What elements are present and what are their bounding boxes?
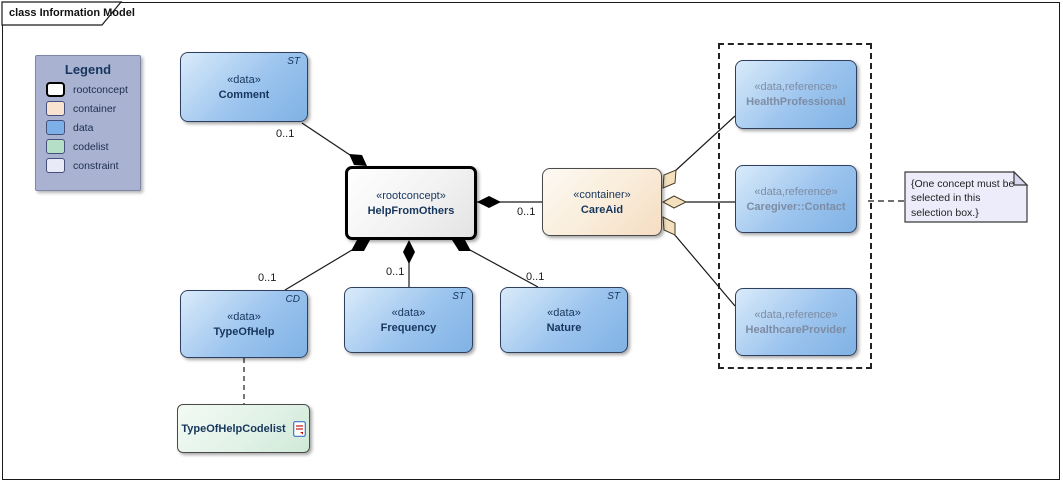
legend-item-codelist: codelist — [46, 139, 140, 154]
node-name: Comment — [218, 88, 270, 101]
multiplicity-label: 0..1 — [517, 206, 536, 218]
data-swatch-icon — [46, 120, 65, 135]
node-name: Caregiver::Contact — [746, 200, 846, 213]
multiplicity-label: 0..1 — [526, 271, 545, 283]
document-icon — [292, 420, 306, 437]
node-name: TypeOfHelp — [213, 325, 275, 338]
node-name: HealthcareProvider — [745, 323, 847, 336]
node-stereotype: «container» — [573, 188, 631, 201]
legend-item-constraint: constraint — [46, 158, 140, 173]
container-swatch-icon — [46, 101, 65, 116]
node-tag: CD — [285, 294, 300, 305]
multiplicity-label: 0..1 — [258, 272, 277, 284]
node-name: TypeOfHelpCodelist — [181, 422, 286, 435]
node-name: Nature — [546, 321, 582, 334]
node-name: CareAid — [580, 203, 624, 216]
rootconcept-swatch-icon — [46, 82, 65, 97]
node-name: Frequency — [380, 321, 437, 334]
diagram-tab-title: class Information Model — [9, 7, 135, 19]
constraint-swatch-icon — [46, 158, 65, 173]
node-tag: ST — [607, 291, 620, 302]
node-stereotype: «data» — [391, 306, 426, 319]
codelist-swatch-icon — [46, 139, 65, 154]
node-healthcareprovider[interactable]: «data,reference» HealthcareProvider — [735, 288, 857, 356]
node-stereotype: «data» — [227, 73, 261, 86]
node-tag: ST — [452, 291, 465, 302]
node-caregivercontact[interactable]: «data,reference» Caregiver::Contact — [735, 165, 857, 233]
node-stereotype: «data,reference» — [754, 185, 838, 198]
node-comment[interactable]: ST «data» Comment — [180, 52, 308, 122]
node-stereotype: «data» — [547, 306, 581, 319]
node-nature[interactable]: ST «data» Nature — [500, 287, 628, 353]
selection-boundary[interactable] — [718, 43, 872, 369]
legend-item-rootconcept: rootconcept — [46, 82, 140, 97]
node-stereotype: «rootconcept» — [376, 189, 446, 202]
legend[interactable]: Legend rootconcept container data codeli… — [35, 55, 141, 191]
node-stereotype: «data,reference» — [754, 81, 838, 93]
node-tag: ST — [287, 56, 300, 67]
legend-title: Legend — [64, 62, 112, 77]
node-typeofhelpcodelist[interactable]: TypeOfHelpCodelist — [177, 404, 310, 453]
legend-item-data: data — [46, 120, 140, 135]
multiplicity-label: 0..1 — [386, 266, 405, 278]
node-healthprofessional[interactable]: «data,reference» HealthProfessional — [735, 60, 857, 129]
legend-item-container: container — [46, 101, 140, 116]
node-helpfromothers[interactable]: «rootconcept» HelpFromOthers — [345, 166, 477, 240]
constraint-note-text: {One concept must be selected in this se… — [911, 178, 1015, 219]
node-stereotype: «data» — [227, 310, 261, 323]
node-typeofhelp[interactable]: CD «data» TypeOfHelp — [180, 290, 308, 358]
node-frequency[interactable]: ST «data» Frequency — [344, 287, 473, 353]
node-name: HelpFromOthers — [367, 204, 455, 217]
multiplicity-label: 0..1 — [276, 128, 295, 140]
node-name: HealthProfessional — [746, 96, 846, 108]
node-careaid[interactable]: «container» CareAid — [542, 168, 662, 236]
node-stereotype: «data,reference» — [754, 308, 838, 321]
